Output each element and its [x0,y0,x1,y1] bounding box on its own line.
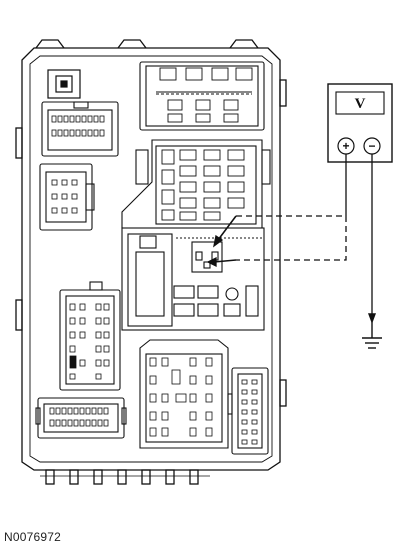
relay-under-test [191,241,223,273]
connector-c6 [227,367,269,455]
top-fuse-block [139,61,265,131]
junction-box [15,39,287,485]
central-fuse-panel [121,139,271,229]
voltmeter: V + − [327,83,393,163]
probe-leads [206,154,373,318]
meter-display [335,91,385,115]
power-terminal [47,69,81,99]
meter-unit-label: V [355,96,366,112]
connector-c4 [35,397,127,439]
figure-reference-code: N0076972 [4,530,61,544]
connector-c5 [139,339,229,449]
ground-symbol-icon [362,313,382,349]
relay-section [121,227,265,331]
connector-c2 [39,163,95,231]
connector-c1 [41,101,119,157]
positive-symbol: + [342,139,349,153]
connector-c3 [59,281,121,391]
negative-symbol: − [368,139,375,153]
